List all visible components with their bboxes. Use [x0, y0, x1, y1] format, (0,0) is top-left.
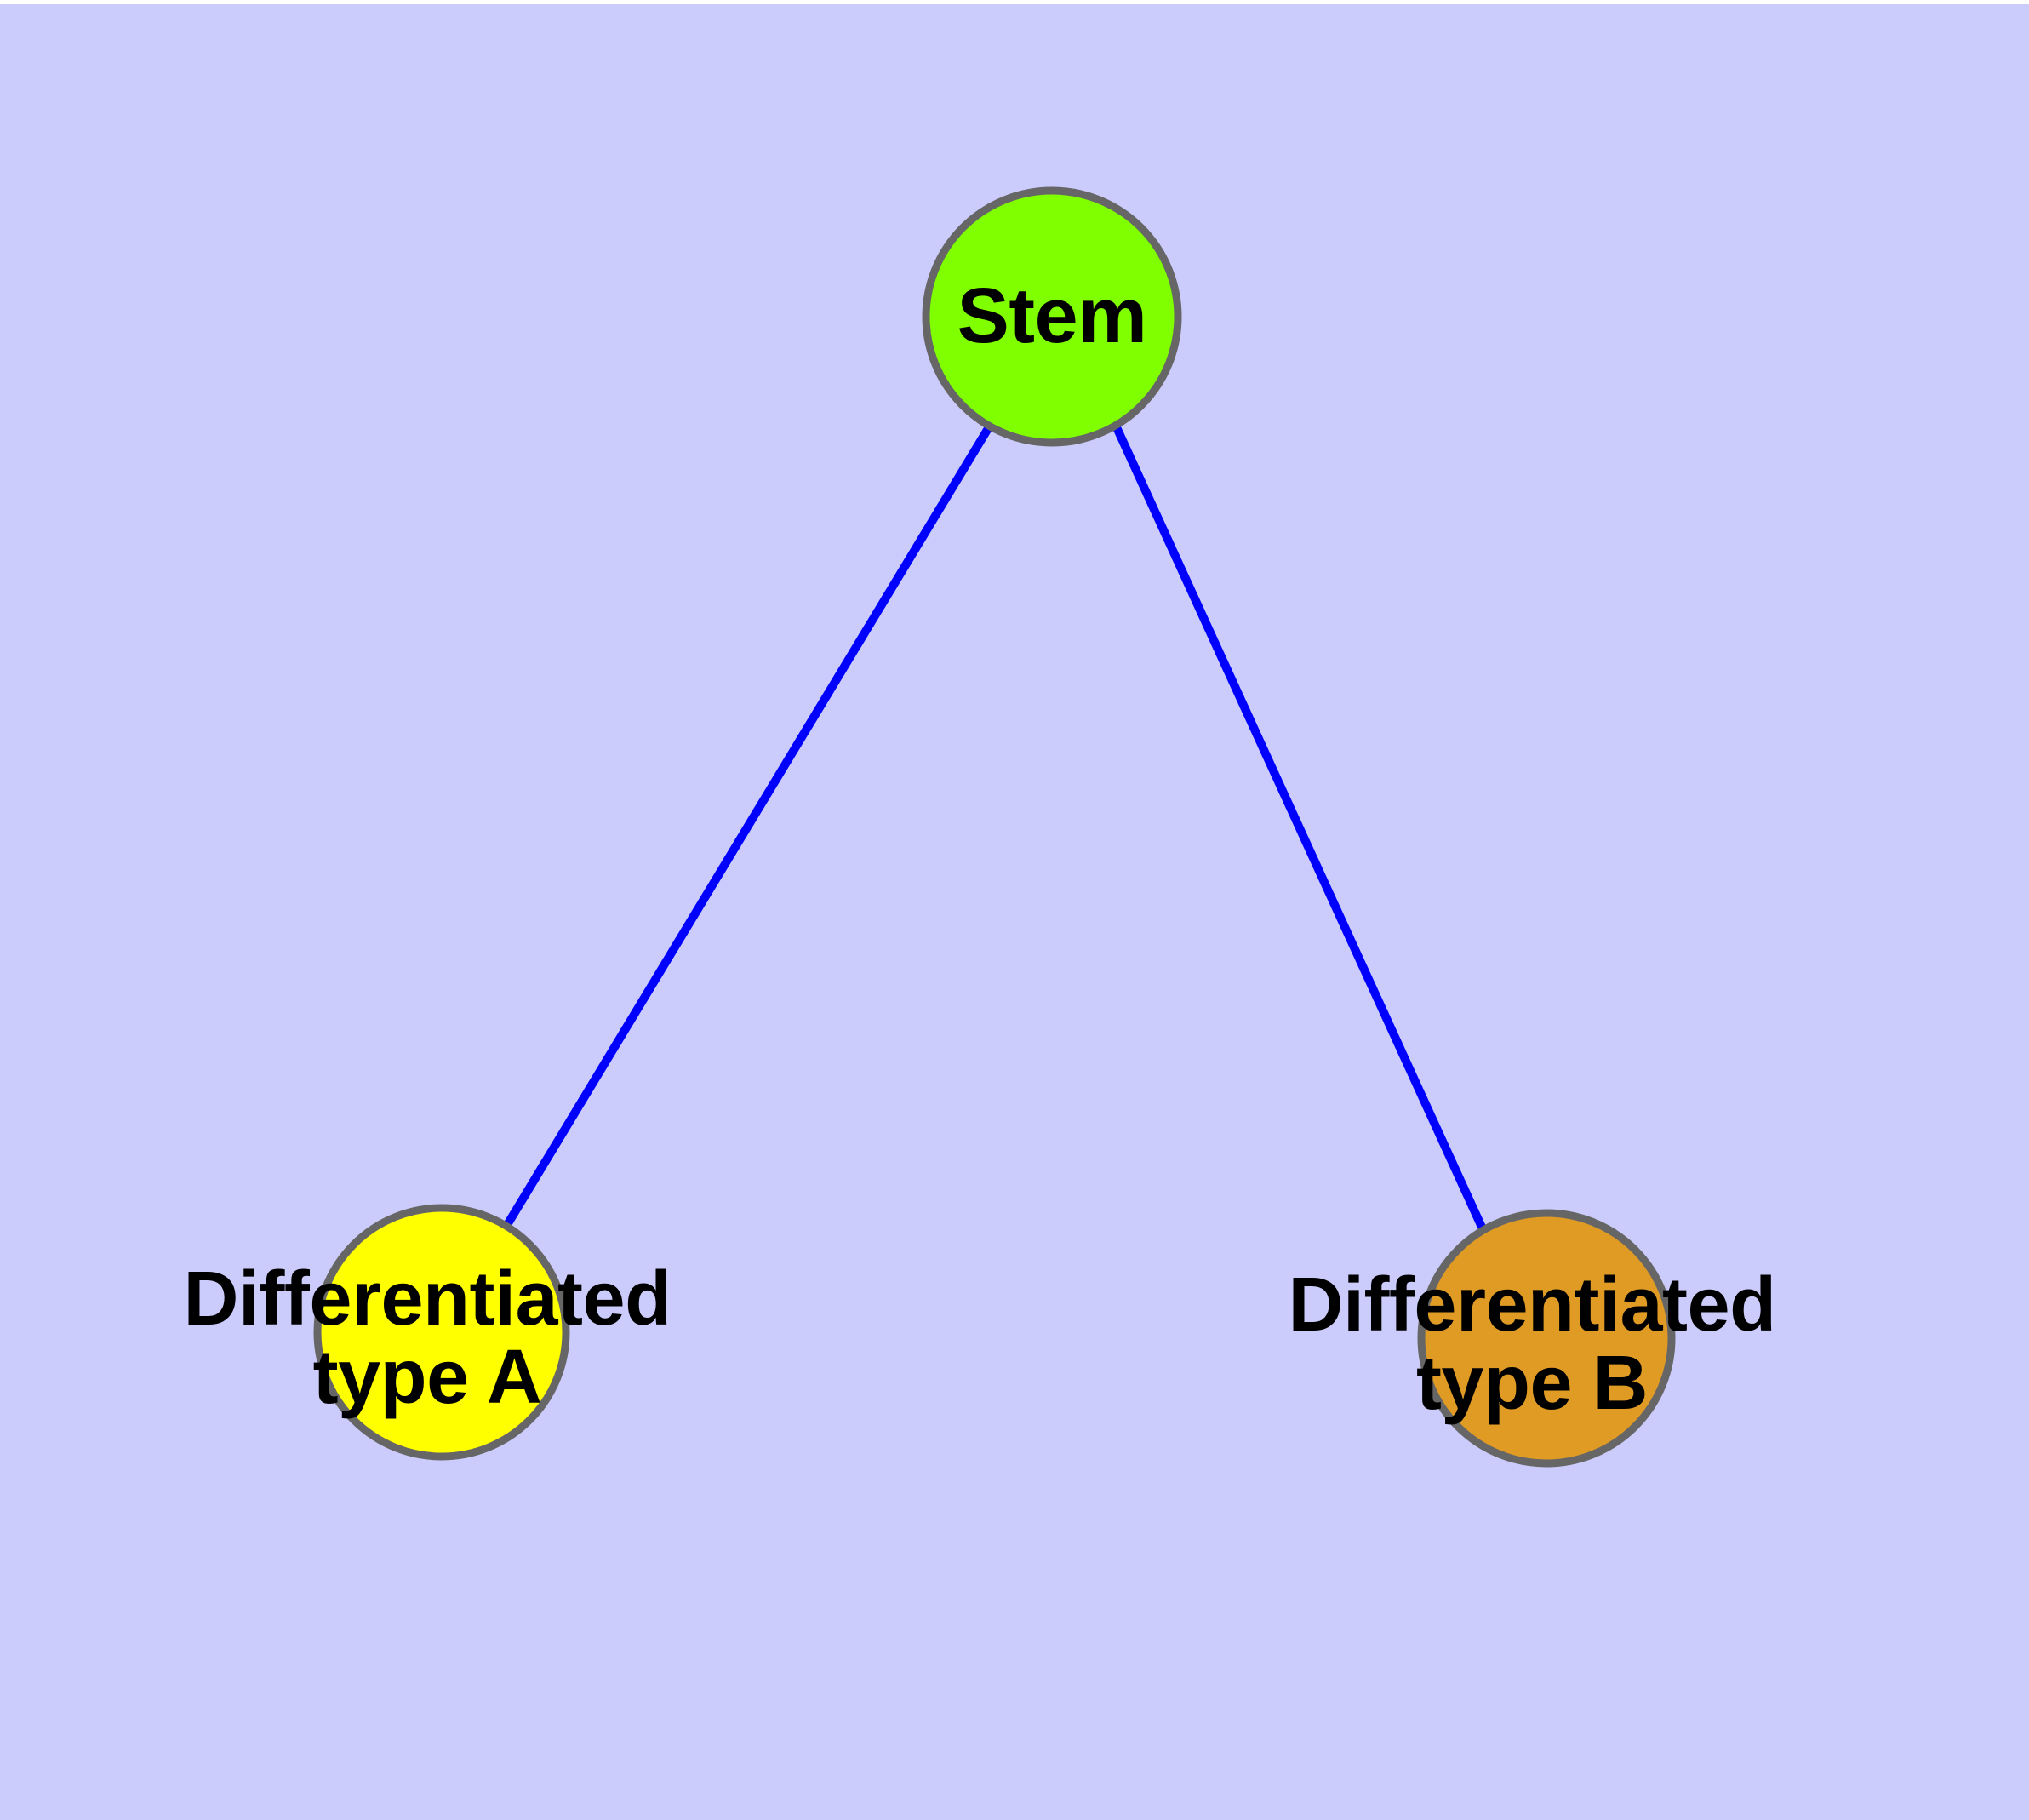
- edge-stem-to-differentiated-type-b[interactable]: [1112, 423, 1489, 1235]
- node-differentiated-type-a[interactable]: [313, 1204, 570, 1461]
- node-layer: [313, 186, 1676, 1468]
- node-differentiated-type-b[interactable]: [1417, 1209, 1676, 1468]
- node-stem[interactable]: [922, 186, 1182, 447]
- edge-layer: [501, 423, 1489, 1235]
- edge-stem-to-differentiated-type-a[interactable]: [501, 423, 994, 1230]
